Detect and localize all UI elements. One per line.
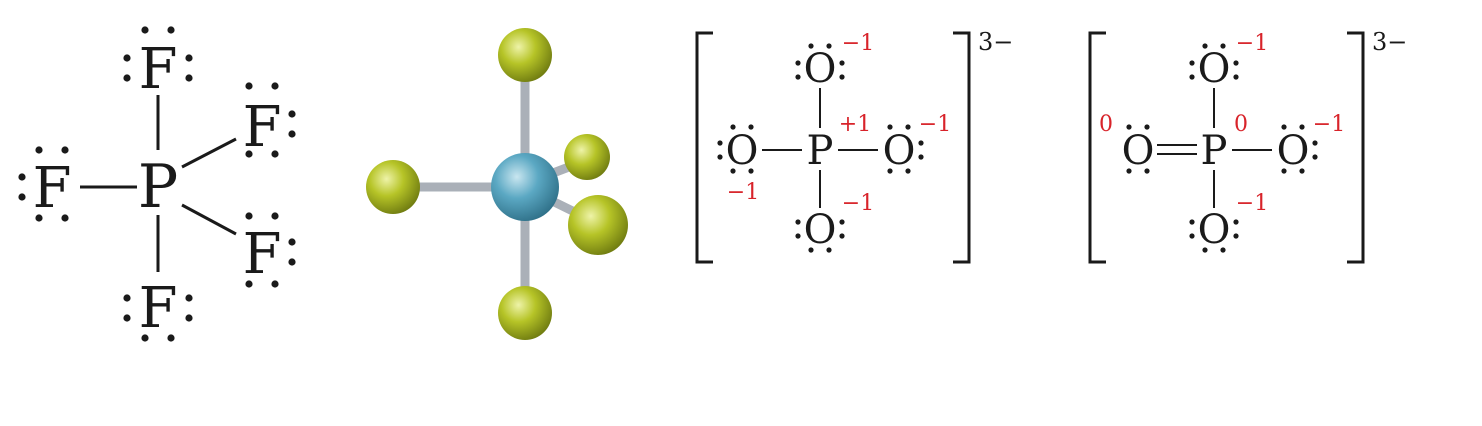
phosphate2-charge-p: 0: [1234, 112, 1248, 137]
phosphate1-ion-charge: 3−: [978, 28, 1013, 56]
model-f-bottom: [498, 286, 552, 340]
phosphate1-charge-o-right: −1: [919, 112, 951, 137]
phosphate1-lone-pairs: [717, 43, 924, 253]
model-p-central: [491, 153, 559, 221]
model-f-top: [498, 28, 552, 82]
phosphate1-left-bracket: [695, 31, 713, 264]
phosphate2-central-p: P: [1201, 128, 1228, 174]
phosphate2-right-bracket: [1347, 31, 1365, 264]
pf5-central-p: P: [138, 152, 178, 222]
phosphate-structure-2: 3− P O O O O: [1088, 28, 1407, 264]
phosphate2-o-top: O: [1198, 46, 1231, 92]
pf5-ball-and-stick-model: [366, 28, 628, 340]
pf5-f-lower-right: F: [243, 222, 282, 287]
pf5-f-lower-right-lone-pairs: [245, 212, 296, 288]
model-f-back-right: [564, 134, 610, 180]
phosphate2-left-bracket: [1088, 31, 1106, 264]
phosphate2-charge-o-left: 0: [1099, 112, 1113, 137]
phosphate1-o-top: O: [804, 46, 837, 92]
pf5-bond-lower-right: [181, 203, 237, 236]
pf5-f-left-lone-pairs: [18, 146, 69, 222]
phosphate2-charge-o-top: −1: [1236, 31, 1268, 56]
pf5-lewis-structure: P F F F F F: [18, 26, 296, 342]
phosphate2-o-right: O: [1277, 128, 1310, 174]
phosphate1-right-bracket: [953, 31, 971, 264]
phosphate2-lone-pairs: [1126, 43, 1318, 253]
phosphate1-central-p: P: [807, 128, 834, 174]
phosphate1-charge-o-bottom: −1: [842, 191, 874, 216]
phosphate1-o-left: O: [726, 128, 759, 174]
pf5-bond-upper-right: [181, 137, 237, 169]
pf5-f-upper-right: F: [243, 95, 282, 160]
pf5-f-top-lone-pairs: [123, 26, 193, 82]
phosphate2-charge-o-bottom: −1: [1236, 191, 1268, 216]
phosphate1-charge-o-top: −1: [842, 31, 874, 56]
phosphate1-o-bottom: O: [804, 207, 837, 253]
phosphate2-o-left: O: [1122, 128, 1155, 174]
phosphate2-ion-charge: 3−: [1372, 28, 1407, 56]
model-f-left: [366, 160, 420, 214]
pf5-f-upper-right-lone-pairs: [245, 82, 296, 158]
pf5-f-left: F: [33, 156, 72, 221]
phosphate1-o-right: O: [883, 128, 916, 174]
pf5-f-bottom-lone-pairs: [123, 294, 193, 342]
model-f-front-right: [568, 195, 628, 255]
phosphate1-charge-p: +1: [839, 112, 871, 137]
phosphate2-charge-o-right: −1: [1313, 112, 1345, 137]
phosphate-structure-1: 3− P O O O O: [695, 28, 1013, 264]
phosphate2-o-bottom: O: [1198, 207, 1231, 253]
pf5-f-bottom: F: [139, 276, 178, 341]
pf5-f-top: F: [139, 37, 178, 102]
phosphate1-charge-o-left: −1: [727, 180, 759, 205]
